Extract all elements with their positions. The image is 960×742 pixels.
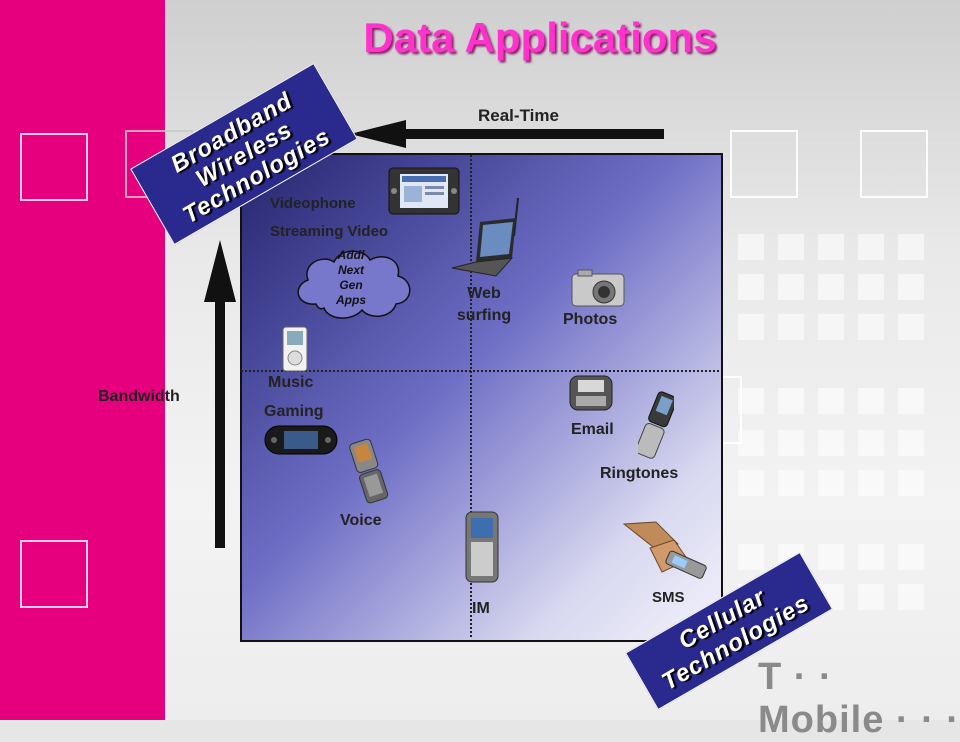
email-label: Email	[571, 421, 614, 438]
im-device-icon	[465, 511, 499, 583]
cloud-line: Addl	[337, 248, 365, 262]
web-surfing-line: surfing	[456, 307, 512, 324]
quadrant-divider-horizontal	[241, 370, 719, 372]
decor-square	[20, 133, 88, 201]
music-player-icon	[282, 326, 308, 372]
decor-square	[730, 130, 798, 198]
ringtones-phone-icon	[638, 391, 674, 459]
videophone-device-icon	[388, 167, 460, 215]
cloud-line: Gen	[339, 278, 363, 292]
cloud-text: Addl Next Gen Apps	[318, 248, 384, 308]
real-time-label: Real-Time	[478, 106, 559, 125]
email-device-icon	[569, 375, 613, 411]
camera-icon	[571, 269, 625, 307]
cloud-icon	[297, 250, 411, 319]
sms-phone-icon	[622, 521, 707, 579]
sms-label: SMS	[652, 589, 685, 606]
t-mobile-logo: T · · Mobile · · ·	[758, 656, 960, 741]
real-time-arrow	[350, 120, 664, 148]
bandwidth-label: Bandwidth	[98, 388, 180, 405]
im-label: IM	[472, 600, 490, 617]
cloud-line: Apps	[336, 293, 366, 307]
voice-phone-icon	[349, 438, 389, 504]
laptop-icon	[451, 197, 519, 277]
music-label: Music	[268, 374, 314, 391]
game-console-icon	[264, 425, 338, 455]
web-surfing-line: Web	[467, 285, 501, 302]
magenta-sidebar	[0, 0, 165, 720]
bandwidth-arrow	[204, 240, 236, 548]
ringtones-label: Ringtones	[600, 465, 679, 482]
decor-square	[860, 130, 928, 198]
gaming-label: Gaming	[264, 403, 324, 420]
slide-title: Data Applications	[363, 14, 717, 61]
decor-square	[20, 540, 88, 608]
videophone-label: Videophone	[270, 195, 356, 212]
web-surfing-label: Web surfing	[446, 283, 522, 327]
streaming-video-label: Streaming Video	[270, 223, 389, 240]
quadrant-divider-vertical	[470, 155, 472, 637]
voice-label: Voice	[340, 512, 382, 529]
cloud-line: Next	[337, 263, 364, 277]
photos-label: Photos	[563, 311, 618, 328]
